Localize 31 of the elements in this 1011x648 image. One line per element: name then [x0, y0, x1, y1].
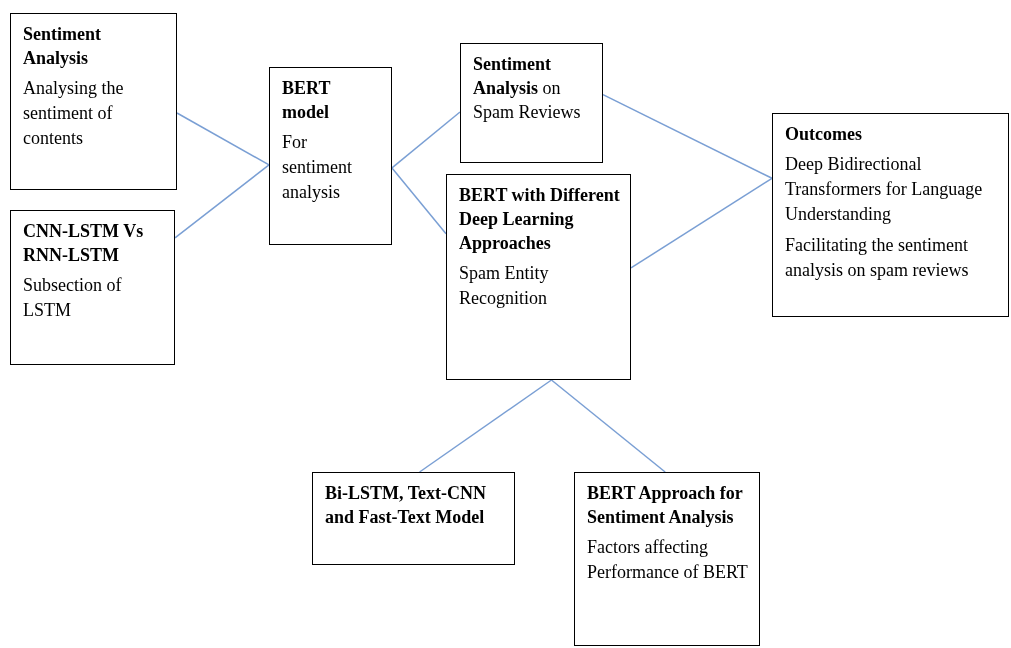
box-heading: BERT with Different Deep Learning Approaches: [459, 184, 620, 255]
text-box: [574, 472, 760, 646]
text-box: [10, 13, 177, 190]
connector-line: [418, 379, 553, 473]
box-heading: Outcomes: [785, 123, 863, 146]
box-heading: Sentiment Analysis: [23, 23, 102, 70]
connector-line: [174, 164, 270, 239]
connector-line: [550, 379, 666, 473]
connector-line: [391, 111, 461, 169]
text-box: [460, 43, 603, 163]
text-box: [10, 210, 175, 365]
box-heading: Bi-LSTM, Text-CNN and Fast-Text Model: [325, 482, 487, 529]
box-heading: CNN-LSTM Vs RNN-LSTM: [23, 220, 145, 267]
box-text: For sentiment analysis: [282, 131, 353, 204]
connector-line: [391, 167, 447, 235]
box-text: Subsection of LSTM: [23, 274, 123, 322]
connector-line: [602, 93, 773, 180]
box-text: Deep Bidirectional Transformers for Language Understanding: [785, 153, 984, 226]
text-box: [772, 113, 1009, 317]
connector-line: [176, 112, 270, 166]
text-box: [312, 472, 515, 565]
connector-line: [630, 177, 773, 269]
box-text: Spam Entity Recognition: [459, 262, 550, 310]
box-text: Facilitating the sentiment analysis on spam reviews: [785, 234, 970, 282]
box-heading: Sentiment Analysis on Spam Reviews: [473, 53, 582, 124]
text-box: [269, 67, 392, 245]
box-heading: BERT Approach for Sentiment Analysis: [587, 482, 744, 529]
box-text: Factors affecting Performance of BERT: [587, 536, 749, 584]
box-heading: BERT model: [282, 77, 332, 124]
text-box: [446, 174, 631, 380]
box-text: Analysing the sentiment of contents: [23, 77, 125, 150]
